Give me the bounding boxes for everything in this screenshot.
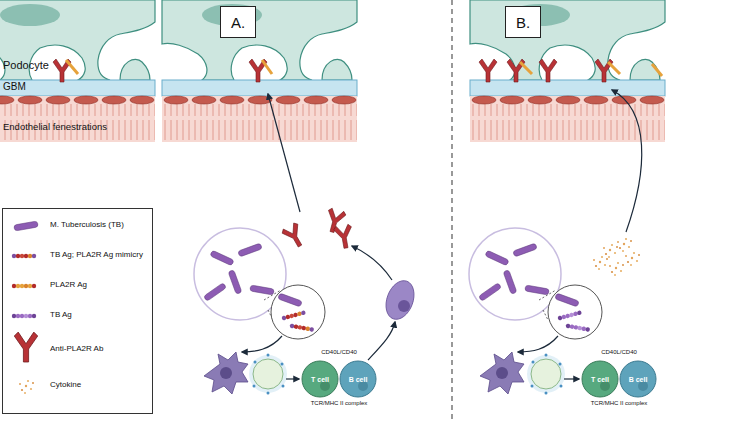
glomerular-wall [0,0,155,142]
antibody [539,59,557,82]
structure-label: Endothelial fenestrations [3,122,153,132]
node-text: T cell [311,376,329,383]
structure-label: GBM [3,82,63,93]
t-cell: T cell [301,360,339,398]
structure-label: Podocyte [3,60,123,72]
legend-text: TB Ag; PLA2R Ag mimicry [50,251,150,260]
interaction-label: CD40L/CD40 [579,349,659,355]
b-cell: B cell [339,360,377,398]
legend-text: M. Tuberculosis (TB) [50,221,150,230]
t-cell: T cell [581,360,619,398]
interaction-label: CD40L/CD40 [299,349,379,355]
node-text: A. [231,14,245,31]
b-cell: B cell [619,360,657,398]
node-text: T cell [591,376,609,383]
legend-text: Cytokine [50,381,150,390]
panel-letter-box: A. [220,6,256,38]
panel-letter-box: B. [505,6,541,38]
antibody [479,59,497,82]
node-text: B cell [349,376,368,383]
legend-text: Anti-PLA2R Ab [50,345,150,354]
node-text: B cell [629,376,648,383]
legend-text: TB Ag [50,311,150,320]
interaction-label: TCR/MHC II complex [579,400,659,406]
interaction-label: TCR/MHC II complex [299,400,379,406]
legend-text: PLA2R Ag [50,281,150,290]
glomerular-wall [470,0,665,142]
node-text: B. [516,14,530,31]
glomerular-wall [162,0,357,142]
